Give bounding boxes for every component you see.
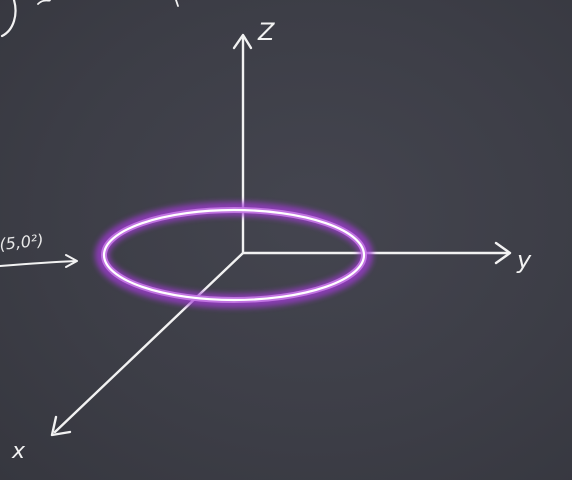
annotation-arrowhead	[65, 254, 78, 268]
corner-tick-mark-2	[175, 0, 179, 7]
annotation-arrow-line	[0, 260, 77, 267]
y-axis-arrowhead	[494, 241, 512, 265]
y-axis-label: y	[516, 246, 532, 274]
z-axis-arrowhead	[232, 33, 253, 50]
x-axis-arrowhead	[50, 415, 72, 437]
z-axis-label: Z	[257, 18, 275, 46]
corner-circle-arc	[0, 0, 17, 38]
x-axis-label: x	[11, 439, 26, 464]
annotation-label: (5,0²)	[0, 230, 45, 254]
current-loop-ring	[102, 208, 366, 302]
corner-tick-mark	[37, 0, 51, 5]
x-axis-line	[53, 251, 245, 434]
